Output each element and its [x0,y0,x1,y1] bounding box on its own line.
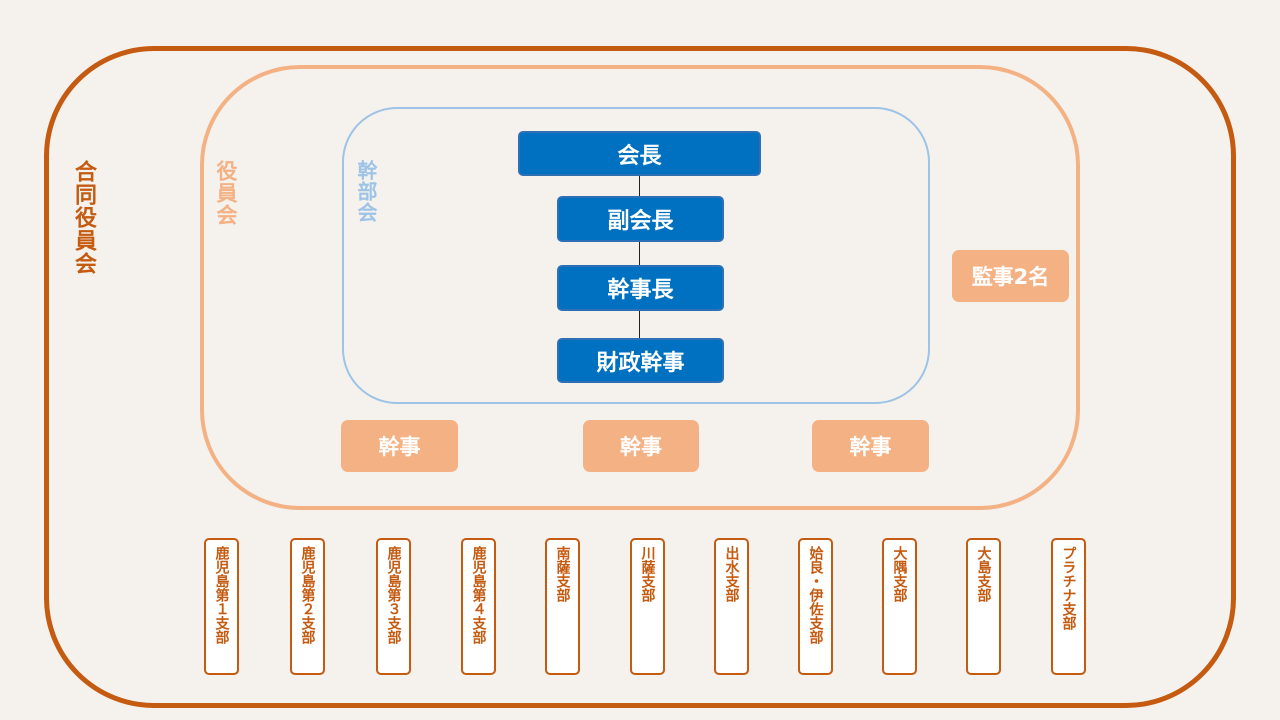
branch-label: 鹿児島第１支部 [213,546,230,644]
board-label: 役員会 [214,160,238,226]
branch-box: 姶良・伊佐支部 [798,538,833,675]
executive-frame [342,107,930,404]
branch-box: 鹿児島第３支部 [376,538,411,675]
director-box: 幹事 [341,420,458,472]
branch-label: 鹿児島第３支部 [385,546,402,644]
branch-box: プラチナ支部 [1051,538,1086,675]
joint-board-frame [44,46,1236,708]
branch-box: 川薩支部 [630,538,665,675]
joint-board-label: 合同役員会 [71,160,96,275]
auditor-box: 監事2名 [952,250,1069,302]
branch-box: 鹿児島第２支部 [290,538,325,675]
branch-box: 大隅支部 [882,538,917,675]
president-box: 会長 [518,131,761,176]
branch-label: 南薩支部 [554,546,571,602]
branch-label: 姶良・伊佐支部 [807,546,824,644]
branch-box: 出水支部 [714,538,749,675]
hierarchy-connector-line [639,174,640,342]
branch-label: 大島支部 [975,546,992,602]
branch-box: 鹿児島第４支部 [461,538,496,675]
chief-director-box: 幹事長 [557,265,724,311]
director-box: 幹事 [583,420,699,472]
branch-label: 出水支部 [723,546,740,602]
branch-box: 鹿児島第１支部 [204,538,239,675]
executive-label: 幹部会 [354,160,378,223]
director-box: 幹事 [812,420,929,472]
vice-president-box: 副会長 [557,196,724,242]
branch-box: 南薩支部 [545,538,580,675]
branch-label: プラチナ支部 [1060,546,1077,630]
branch-label: 鹿児島第２支部 [299,546,316,644]
branch-label: 鹿児島第４支部 [470,546,487,644]
branch-label: 川薩支部 [639,546,656,602]
branch-box: 大島支部 [966,538,1001,675]
finance-director-box: 財政幹事 [557,338,724,383]
branch-label: 大隅支部 [891,546,908,602]
board-frame [200,65,1080,510]
